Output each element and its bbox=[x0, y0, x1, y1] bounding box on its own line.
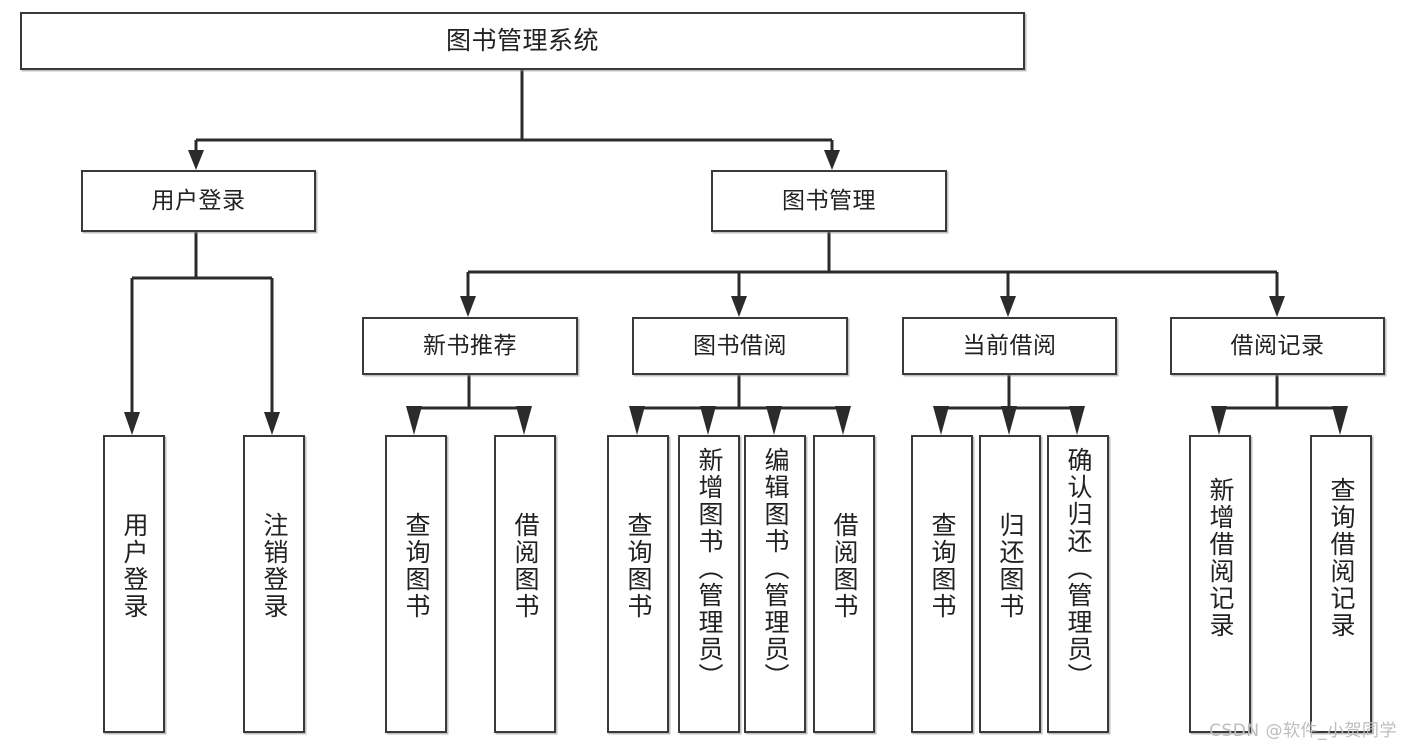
node-leaf-query-book-2[interactable]: 查询图书 bbox=[607, 435, 669, 733]
node-borrow-record[interactable]: 借阅记录 bbox=[1170, 317, 1385, 375]
node-leaf-user-login-label: 用户登录 bbox=[120, 512, 149, 620]
arrowhead-leaf-query-book-1 bbox=[406, 406, 422, 435]
node-borrow-record-label: 借阅记录 bbox=[1230, 332, 1325, 359]
arrowhead-new-book-recommend bbox=[460, 296, 476, 317]
node-leaf-query-record[interactable]: 查询借阅记录 bbox=[1310, 435, 1372, 733]
node-book-manage[interactable]: 图书管理 bbox=[711, 170, 947, 232]
node-leaf-borrow-book-2-label: 借阅图书 bbox=[830, 512, 859, 620]
arrowhead-leaf-edit-book bbox=[766, 406, 782, 435]
node-new-book-recommend[interactable]: 新书推荐 bbox=[362, 317, 578, 375]
arrowhead-leaf-return-book bbox=[1001, 406, 1017, 435]
node-leaf-return-book[interactable]: 归还图书 bbox=[979, 435, 1041, 733]
arrowhead-user-login bbox=[188, 150, 204, 170]
node-leaf-add-book[interactable]: 新增图书（管理员） bbox=[678, 435, 740, 733]
node-leaf-query-book-1[interactable]: 查询图书 bbox=[385, 435, 447, 733]
arrowhead-current-borrow bbox=[1000, 296, 1016, 317]
node-leaf-query-book-1-label: 查询图书 bbox=[402, 512, 431, 620]
arrowhead-leaf-add-record bbox=[1211, 406, 1227, 435]
node-leaf-query-record-label: 查询借阅记录 bbox=[1327, 477, 1356, 639]
node-leaf-edit-book-label: 编辑图书（管理员） bbox=[761, 447, 790, 690]
node-leaf-confirm-return[interactable]: 确认归还（管理员） bbox=[1047, 435, 1109, 733]
node-leaf-confirm-return-label: 确认归还（管理员） bbox=[1064, 447, 1093, 690]
node-user-login[interactable]: 用户登录 bbox=[81, 170, 316, 232]
node-book-manage-label: 图书管理 bbox=[782, 187, 876, 214]
node-leaf-borrow-book-1[interactable]: 借阅图书 bbox=[494, 435, 556, 733]
arrowhead-book-manage bbox=[824, 150, 840, 170]
arrowhead-leaf-query-record bbox=[1332, 406, 1348, 435]
arrowhead-leaf-user-login bbox=[124, 412, 140, 435]
arrowhead-leaf-query-book-2 bbox=[629, 406, 645, 435]
arrowhead-leaf-query-book-3 bbox=[933, 406, 949, 435]
node-leaf-borrow-book-1-label: 借阅图书 bbox=[511, 512, 540, 620]
node-book-borrow[interactable]: 图书借阅 bbox=[632, 317, 848, 375]
node-root-label: 图书管理系统 bbox=[445, 25, 599, 55]
node-current-borrow[interactable]: 当前借阅 bbox=[902, 317, 1117, 375]
arrowhead-borrow-record bbox=[1269, 296, 1285, 317]
node-leaf-query-book-3-label: 查询图书 bbox=[928, 512, 957, 620]
node-leaf-add-record[interactable]: 新增借阅记录 bbox=[1189, 435, 1251, 733]
arrow-heads bbox=[124, 150, 1348, 435]
arrowhead-leaf-borrow-book-2 bbox=[835, 406, 851, 435]
node-leaf-user-logout[interactable]: 注销登录 bbox=[243, 435, 305, 733]
node-leaf-query-book-2-label: 查询图书 bbox=[624, 512, 653, 620]
node-current-borrow-label: 当前借阅 bbox=[962, 332, 1057, 359]
node-leaf-borrow-book-2[interactable]: 借阅图书 bbox=[813, 435, 875, 733]
node-leaf-edit-book[interactable]: 编辑图书（管理员） bbox=[744, 435, 806, 733]
arrowhead-leaf-confirm-return bbox=[1069, 406, 1085, 435]
arrowhead-leaf-borrow-book-1 bbox=[516, 406, 532, 435]
node-new-book-recommend-label: 新书推荐 bbox=[423, 332, 517, 359]
node-leaf-user-logout-label: 注销登录 bbox=[260, 512, 289, 620]
arrowhead-leaf-user-logout bbox=[264, 412, 280, 435]
node-root[interactable]: 图书管理系统 bbox=[20, 12, 1025, 70]
arrowhead-leaf-add-book bbox=[700, 406, 716, 435]
node-user-login-label: 用户登录 bbox=[151, 187, 246, 214]
node-leaf-query-book-3[interactable]: 查询图书 bbox=[911, 435, 973, 733]
node-leaf-user-login[interactable]: 用户登录 bbox=[103, 435, 165, 733]
node-leaf-add-record-label: 新增借阅记录 bbox=[1206, 477, 1235, 639]
arrowhead-book-borrow bbox=[731, 296, 747, 317]
node-leaf-add-book-label: 新增图书（管理员） bbox=[695, 447, 724, 690]
node-book-borrow-label: 图书借阅 bbox=[693, 332, 787, 359]
node-leaf-return-book-label: 归还图书 bbox=[996, 512, 1025, 620]
